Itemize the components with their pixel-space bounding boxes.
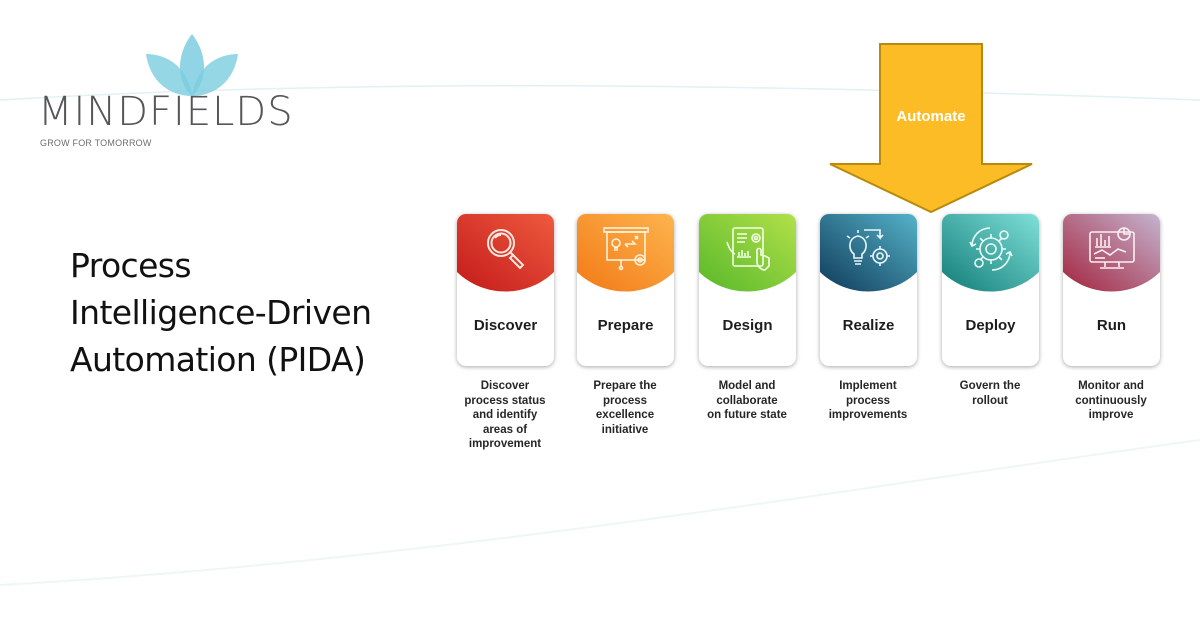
card-header xyxy=(820,214,917,292)
stage-label: Prepare xyxy=(597,317,654,334)
stage-label: Realize xyxy=(842,317,895,334)
stage-card-prepare: Prepare xyxy=(577,214,674,366)
lotus-icon xyxy=(146,34,238,96)
brand-tagline: GROW FOR TOMORROW xyxy=(40,138,152,148)
title-line: Automation (PIDA) xyxy=(70,340,366,379)
lightbulb-gear-icon xyxy=(846,229,890,266)
mindfields-logo: MINDFIELDS GROW FOR TOMORROW xyxy=(38,32,328,152)
stage-card-realize: Realize xyxy=(820,214,917,366)
card-header xyxy=(1063,214,1160,292)
card-header xyxy=(942,214,1039,292)
stage-label: Design xyxy=(722,317,773,334)
brand-name: MINDFIELDS xyxy=(38,89,294,135)
stage-label: Deploy xyxy=(965,317,1016,334)
monitor-analytics-icon xyxy=(1089,227,1135,269)
card-header xyxy=(457,214,554,292)
tablet-design-icon xyxy=(726,227,770,271)
magnifier-icon xyxy=(487,229,525,270)
page-title: Process Intelligence-Driven Automation (… xyxy=(70,242,372,383)
stage-card-discover: Discover xyxy=(457,214,554,366)
title-line: Process xyxy=(70,246,192,285)
stage-card-deploy: Deploy xyxy=(942,214,1039,366)
automate-label: Automate xyxy=(896,108,966,125)
card-header xyxy=(577,214,674,292)
stage-label: Discover xyxy=(473,317,538,334)
automate-arrow-icon xyxy=(829,43,1033,214)
stage-card-design: Design xyxy=(699,214,796,366)
stage-label: Run xyxy=(1096,317,1127,334)
gears-cycle-icon xyxy=(969,227,1013,271)
title-line: Intelligence-Driven xyxy=(70,293,372,332)
stage-card-run: Run xyxy=(1063,214,1160,366)
presentation-board-icon xyxy=(603,227,649,271)
